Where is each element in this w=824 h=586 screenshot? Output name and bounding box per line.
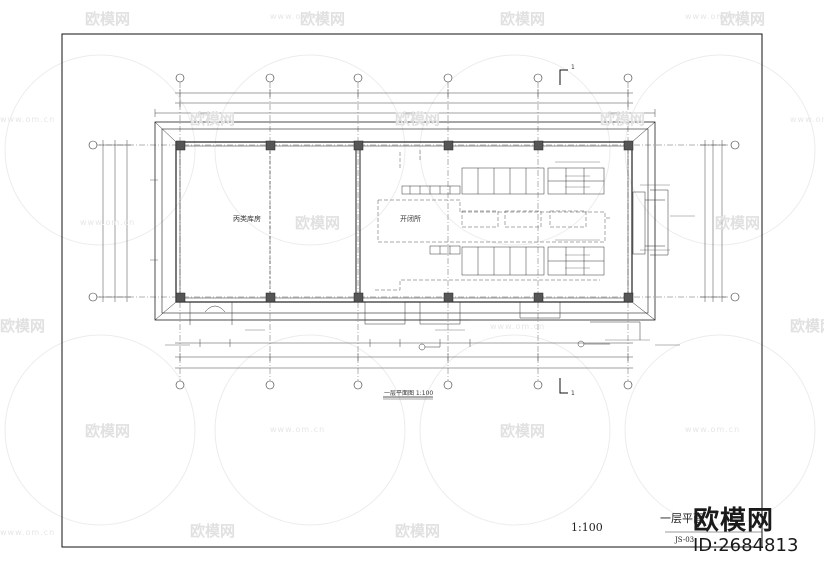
- annotation-ticks: [245, 161, 695, 341]
- structural-columns: [175, 140, 634, 303]
- drawing-frame: [61, 33, 763, 548]
- title-block-sheet-title: 一层平面: [660, 512, 704, 525]
- watermark-url: www.om.cn: [685, 425, 741, 434]
- axis-bubbles: [88, 73, 740, 390]
- watermark-tile: 欧模网: [715, 214, 761, 232]
- watermark-tile: 欧模网: [300, 10, 346, 28]
- watermark-url: www.om.cn: [270, 425, 326, 434]
- watermark-tile: 欧模网: [395, 522, 441, 540]
- room-label-warehouse: 丙类库房: [233, 215, 261, 223]
- watermark-url: www.om.cn: [270, 12, 326, 21]
- watermark-tile: 欧模网: [0, 317, 46, 335]
- title-block-sheet-number: JS-03: [675, 536, 695, 544]
- watermark-url: www.om.cn: [0, 115, 56, 124]
- watermark-url: www.om.cn: [490, 322, 546, 331]
- watermark-tile: 欧模网: [395, 110, 441, 128]
- section-cut-marks: [559, 69, 568, 394]
- plan-caption: 一层平面图 1:100: [384, 390, 434, 397]
- room-label-switchgear: 开闭所: [400, 215, 421, 223]
- watermark-tile: 欧模网: [85, 422, 131, 440]
- watermark-tile: 欧模网: [85, 10, 131, 28]
- watermark-tile: 欧模网: [600, 110, 646, 128]
- switchgear-cabinets-upper: [401, 167, 605, 195]
- watermark-url: www.om.cn: [685, 12, 741, 21]
- watermark-url: www.om.cn: [0, 528, 56, 537]
- watermark-url: www.om.cn: [80, 218, 136, 227]
- watermark-tile: 欧模网: [500, 10, 546, 28]
- watermark-pattern: [4, 54, 816, 526]
- section-marker-top: 1: [571, 64, 575, 71]
- watermark-tile: 欧模网: [790, 317, 824, 335]
- cable-trench: [375, 150, 610, 291]
- entrance-steps: [632, 189, 669, 256]
- watermark-tile: 欧模网: [720, 10, 766, 28]
- watermark-url: www.om.cn: [790, 115, 824, 124]
- level-markers: [150, 179, 680, 346]
- watermark-brand-large: 欧模网: [693, 506, 775, 536]
- watermark-id: ID:2684813: [693, 535, 799, 556]
- detail-markers: [418, 340, 610, 351]
- watermark-tile: 欧模网: [500, 422, 546, 440]
- watermark-tile: 欧模网: [190, 110, 236, 128]
- section-marker-bottom: 1: [571, 390, 575, 397]
- dimension-lines-top: [154, 89, 656, 117]
- switchgear-cabinets-lower: [429, 245, 605, 276]
- dimension-lines-side: [99, 140, 726, 302]
- door-openings: [189, 301, 641, 340]
- title-block-scale: 1:100: [571, 521, 603, 534]
- watermark-tile: 欧模网: [295, 214, 341, 232]
- watermark-tile: 欧模网: [190, 522, 236, 540]
- dimension-lines-bottom: [175, 339, 633, 369]
